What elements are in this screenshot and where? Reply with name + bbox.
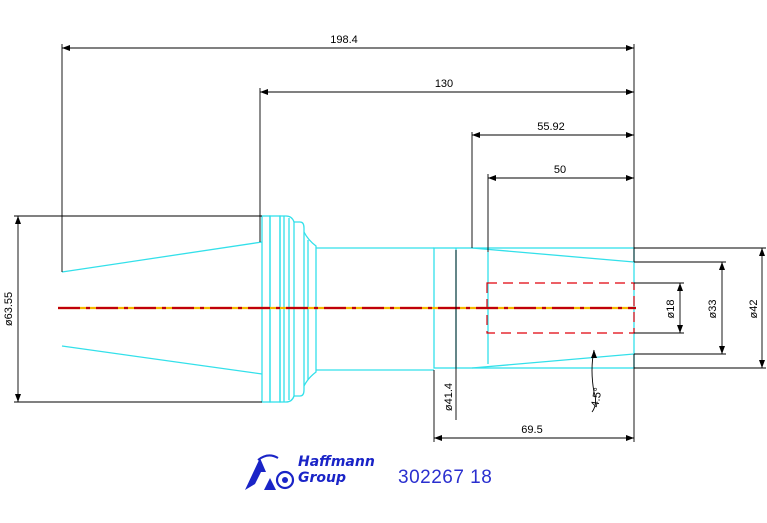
- dimension-lines: [14, 44, 766, 442]
- dim-diameter-33: ø33: [707, 300, 719, 319]
- arrowheads: [15, 45, 765, 441]
- dim-taper-angle: 4.5°: [589, 387, 604, 408]
- haffmann-group-logo: Haffmann Group: [242, 450, 392, 494]
- dim-shank-length: 69.5: [521, 424, 542, 436]
- part-number: 302267 18: [398, 467, 493, 488]
- logo-line-1: Haffmann: [298, 454, 375, 470]
- logo-emblem-icon: [245, 454, 295, 490]
- dim-bore-diameter: ø18: [665, 300, 677, 319]
- dim-outer-diameter: ø42: [748, 300, 760, 319]
- dim-gauge-length: 130: [435, 78, 453, 90]
- dim-bore-depth: 55.92: [537, 121, 565, 133]
- dim-flange-diameter: ø63.55: [3, 292, 15, 326]
- dim-bore-depth-short: 50: [554, 164, 566, 176]
- dim-neck-diameter: ø41.4: [443, 383, 455, 411]
- dim-overall-length: 198.4: [330, 34, 358, 46]
- logo-line-2: Group: [298, 470, 347, 486]
- logo-wordmark: Haffmann Group: [298, 454, 375, 486]
